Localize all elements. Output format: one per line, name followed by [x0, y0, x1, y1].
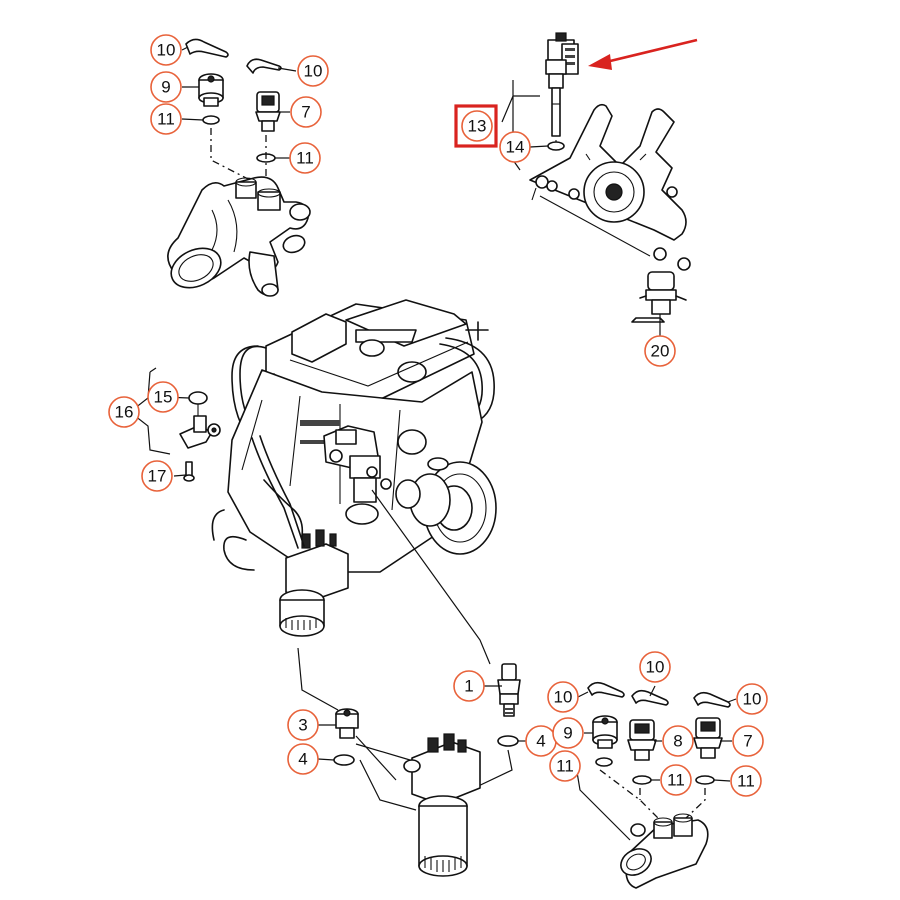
seal-ring-11-bottom-left	[595, 757, 613, 767]
engine-block	[211, 299, 497, 637]
callout-label: 11	[157, 110, 175, 129]
distributor	[323, 425, 392, 525]
oil-level-sender-assembly	[501, 32, 691, 336]
callout-label: 11	[556, 757, 574, 776]
callout-11-top-center: 11	[289, 142, 321, 174]
sensor-housing-16	[179, 415, 221, 449]
callout-10-top-center: 10	[297, 55, 329, 87]
seal-ring-4-right	[497, 735, 519, 747]
callout-label: 11	[296, 149, 314, 168]
callout-label: 16	[115, 403, 134, 422]
callout-11-bottom-center: 11	[660, 764, 692, 796]
seal-ring-14	[547, 141, 565, 151]
coolant-flange-assembly-bottom	[575, 681, 731, 889]
retaining-clip-top-center	[246, 58, 282, 74]
oil-level-sender-13	[545, 32, 579, 137]
callout-11-top-left: 11	[150, 103, 182, 135]
coolant-flange-assembly-top	[167, 38, 311, 297]
highlight-box-13	[454, 104, 498, 148]
callout-label: 10	[646, 658, 665, 677]
callout-16: 16	[108, 396, 140, 428]
o-ring-15	[188, 391, 208, 405]
callout-4-right: 4	[525, 725, 557, 757]
screw-17	[183, 461, 195, 482]
seal-ring-4-left	[333, 754, 355, 766]
callout-11-bottom-right: 11	[730, 765, 762, 797]
callout-9-bottom: 9	[552, 717, 584, 749]
sealing-flange-plate	[529, 103, 691, 271]
callout-11-bottom-left: 11	[549, 750, 581, 782]
oil-filter-bottom	[403, 733, 481, 877]
callout-17: 17	[141, 460, 173, 492]
oil-pressure-switch-1	[497, 663, 521, 717]
callout-label: 20	[651, 342, 670, 361]
red-pointer-arrow	[588, 38, 698, 70]
sealing-plug-9-top	[198, 73, 224, 107]
callout-label: 13	[468, 117, 487, 136]
callout-label: 8	[673, 732, 682, 751]
callout-label: 17	[148, 467, 167, 486]
callout-label: 4	[298, 750, 307, 769]
callout-label: 10	[157, 41, 176, 60]
callout-14: 14	[499, 131, 531, 163]
coolant-flange-top	[167, 176, 311, 297]
callout-7-bottom: 7	[732, 725, 764, 757]
callout-label: 14	[506, 138, 525, 157]
callout-3: 3	[287, 709, 319, 741]
callout-label: 7	[301, 103, 310, 122]
retaining-clip-top-left	[185, 38, 229, 58]
callout-13: 13	[461, 110, 493, 142]
seal-ring-11-top-left	[202, 115, 220, 125]
callout-label: 10	[304, 62, 323, 81]
seal-ring-11-bottom-center	[632, 775, 652, 785]
sealing-plug-3	[335, 708, 359, 739]
temperature-sender-7-bottom	[693, 717, 723, 759]
callout-8: 8	[662, 725, 694, 757]
temperature-sender-7-top	[255, 91, 281, 132]
crankshaft-pulley	[395, 429, 497, 555]
callout-10-bottom-left: 10	[547, 681, 579, 713]
callout-7-top: 7	[290, 96, 322, 128]
oil-filter-left	[279, 529, 349, 637]
callout-label: 4	[536, 732, 545, 751]
callout-label: 11	[667, 771, 685, 790]
callout-4-left: 4	[287, 743, 319, 775]
callout-layer: 10 10 9 7 11 11 13 14 20 15 16 17 1 3 4 …	[108, 34, 768, 797]
sealing-plug-9-bottom	[592, 715, 618, 749]
sensor-assembly-16	[129, 367, 221, 482]
callout-label: 3	[298, 716, 307, 735]
retaining-clip-bottom-left	[587, 681, 625, 698]
sensor-20	[631, 271, 687, 336]
callout-label: 1	[464, 677, 473, 696]
callout-20: 20	[644, 335, 676, 367]
callout-label: 9	[161, 78, 170, 97]
callout-9-top: 9	[150, 71, 182, 103]
callout-label: 9	[563, 724, 572, 743]
callout-1: 1	[453, 670, 485, 702]
callout-label: 11	[737, 772, 755, 791]
retaining-clip-bottom-center	[631, 689, 669, 706]
callout-10-top-left: 10	[150, 34, 182, 66]
coolant-flange-bottom	[620, 813, 709, 889]
seal-ring-11-bottom-right	[695, 775, 715, 785]
callout-label: 10	[743, 690, 762, 709]
callout-10-bottom-center: 10	[639, 651, 671, 683]
leader-lines	[163, 46, 737, 782]
callout-15: 15	[147, 381, 179, 413]
callout-label: 10	[554, 688, 573, 707]
callout-10-bottom-right: 10	[736, 683, 768, 715]
retaining-clip-bottom-right	[693, 691, 731, 708]
temperature-sender-8	[627, 719, 657, 761]
callout-label: 15	[154, 388, 173, 407]
callout-label: 7	[743, 732, 752, 751]
